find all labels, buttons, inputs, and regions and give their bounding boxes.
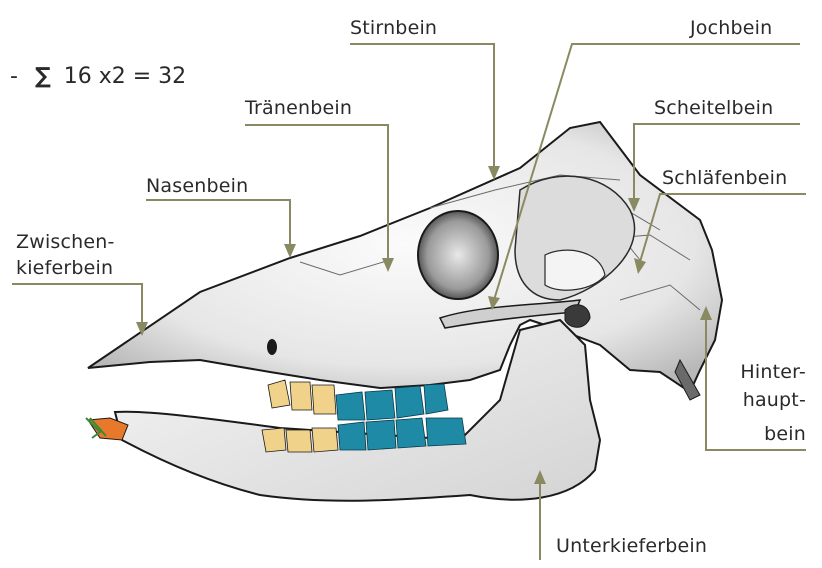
- label-nasenbein: Nasenbein: [146, 174, 248, 198]
- lower-molar: [396, 418, 426, 448]
- upper-premolar: [268, 380, 290, 408]
- label-schlaefenbein: Schläfenbein: [662, 166, 787, 190]
- upper-molar: [365, 390, 395, 420]
- lower-molar: [338, 422, 366, 450]
- label-zwischenkieferbein-line1: Zwischen-: [16, 230, 115, 254]
- orbit: [418, 211, 498, 299]
- upper-molar: [336, 392, 365, 420]
- infraorbital-foramen: [267, 339, 277, 355]
- leader-stirnbein: [350, 44, 494, 170]
- skull-cranium: [88, 122, 722, 392]
- lower-premolar: [286, 430, 312, 452]
- label-zwischenkieferbein-line2: kieferbein: [16, 256, 113, 280]
- upper-premolar: [290, 382, 312, 410]
- label-hinterhauptbein-line1: Hinter-: [714, 360, 806, 384]
- upper-molar: [424, 384, 448, 414]
- label-unterkieferbein: Unterkieferbein: [556, 534, 707, 558]
- label-hinterhauptbein-line2: haupt-: [714, 388, 806, 412]
- leader-nasenbein: [146, 200, 290, 248]
- lower-premolar: [312, 428, 338, 452]
- lower-molar: [366, 420, 396, 450]
- occipital-process: [565, 305, 590, 328]
- upper-molar: [395, 386, 424, 418]
- leader-zwischenkieferbein: [12, 284, 142, 326]
- label-hinterhauptbein-line3: bein: [714, 422, 806, 446]
- label-stirnbein: Stirnbein: [350, 16, 437, 40]
- lower-premolar: [262, 428, 286, 452]
- label-traenenbein: Tränenbein: [245, 96, 352, 120]
- label-jochbein: Jochbein: [690, 16, 772, 40]
- label-scheitelbein: Scheitelbein: [654, 96, 773, 120]
- lower-molar: [426, 418, 466, 446]
- upper-premolar: [312, 385, 336, 414]
